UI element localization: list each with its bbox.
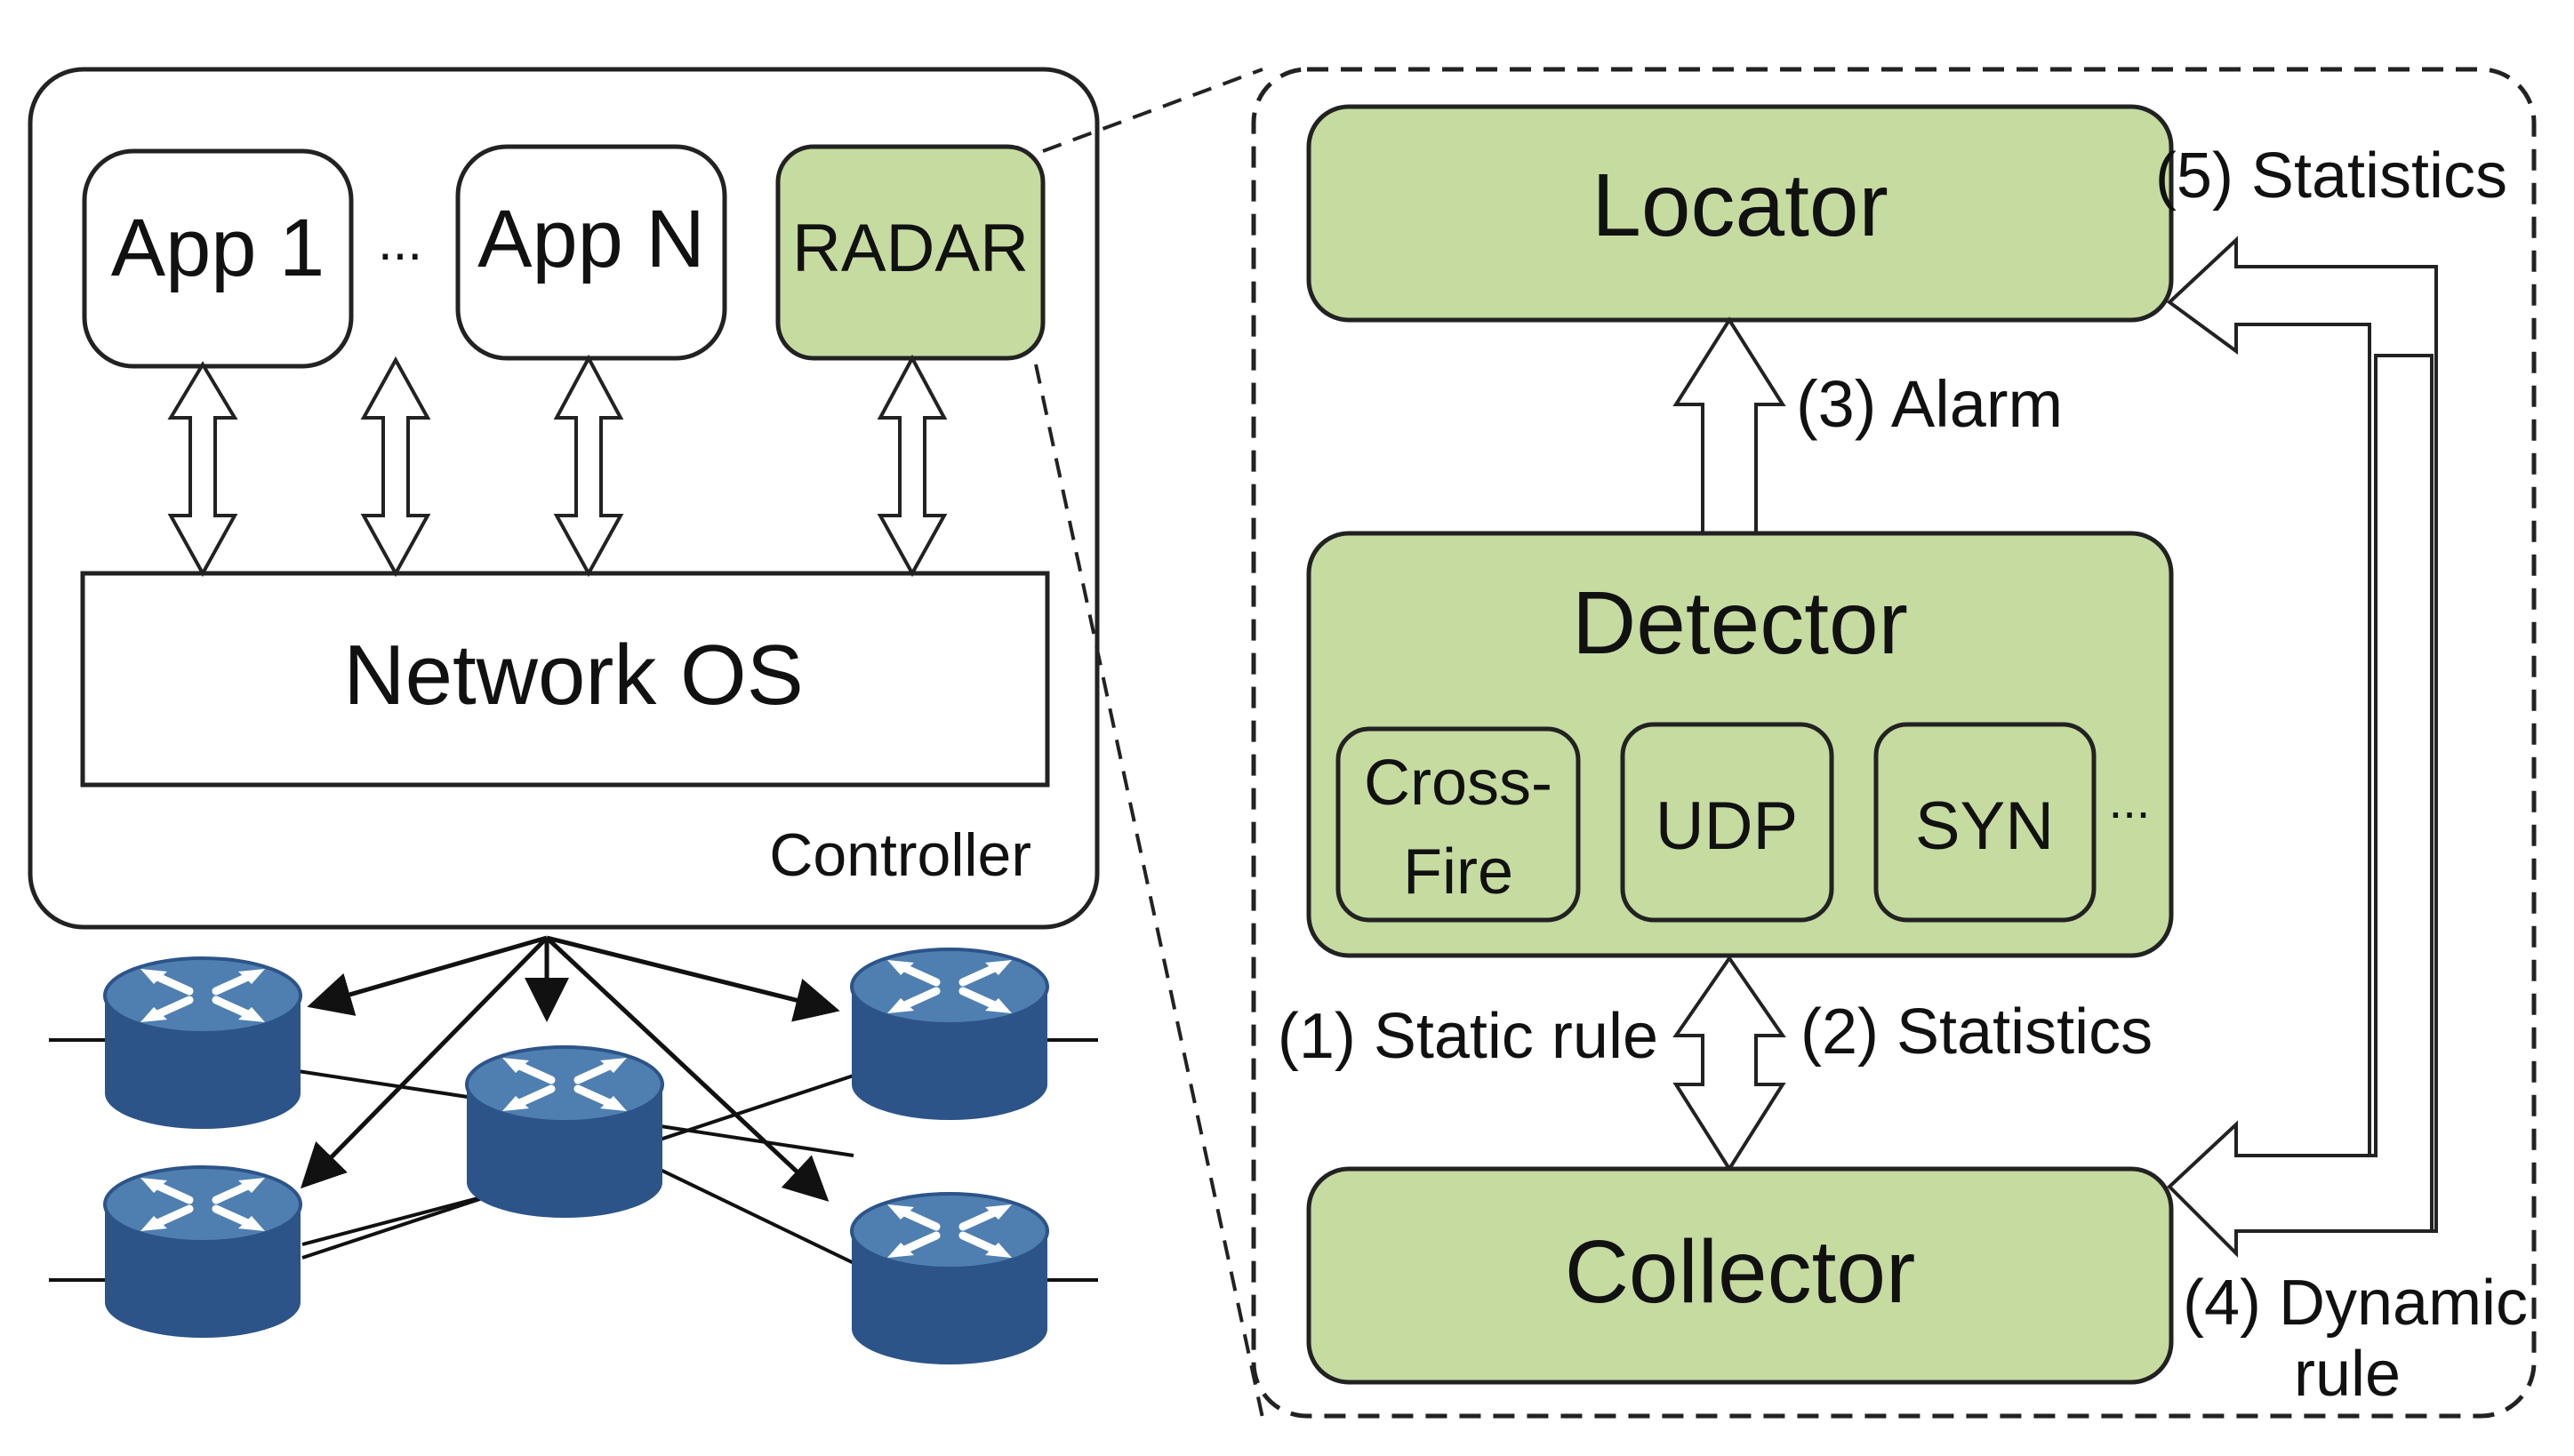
syn-module[interactable] xyxy=(1873,722,2097,923)
crossfire-label-line2: Fire xyxy=(1403,836,1513,908)
dynamic-rule-arrow xyxy=(2167,354,2434,1258)
crossfire-label-line1: Cross- xyxy=(1364,748,1552,819)
detector-collector-arrow xyxy=(1672,955,1786,1172)
zoom-line-bottom xyxy=(1034,364,1264,1419)
router-bottom-right[interactable] xyxy=(852,1194,1047,1364)
router-top-left[interactable] xyxy=(105,958,301,1129)
router-bottom-left[interactable] xyxy=(105,1167,301,1338)
router-top-right[interactable] xyxy=(852,949,1047,1120)
detector-ellipsis: ... xyxy=(2109,772,2151,828)
alarm-arrow xyxy=(1672,316,1786,535)
dynamic-rule-label-line2: rule xyxy=(2294,1339,2401,1410)
collector-box[interactable] xyxy=(1306,1166,2174,1385)
statistics-5-label: (5) Statistics xyxy=(2155,140,2507,212)
appn-os-arrow xyxy=(553,354,624,578)
crossfire-module[interactable] xyxy=(1335,726,1581,923)
radar-os-arrow xyxy=(877,354,948,578)
udp-label: UDP xyxy=(1656,788,1798,864)
apps-ellipsis: ... xyxy=(378,212,422,271)
locator-box[interactable] xyxy=(1306,104,2174,323)
network-os-box[interactable] xyxy=(80,571,1050,788)
static-rule-label: (1) Static rule xyxy=(1278,1001,1658,1072)
ellipsis-os-arrow xyxy=(360,356,431,578)
control-arrows xyxy=(300,935,840,1202)
collector-label: Collector xyxy=(1565,1222,1916,1322)
app1-os-arrow xyxy=(167,361,238,578)
statistics-2-label: (2) Statistics xyxy=(1800,996,2153,1068)
app-1-box[interactable] xyxy=(82,148,354,369)
alarm-label: (3) Alarm xyxy=(1796,367,2063,441)
app-n-box[interactable] xyxy=(455,144,727,361)
app-network-os-arrows xyxy=(167,354,948,578)
udp-module[interactable] xyxy=(1620,722,1834,923)
dynamic-rule-label-line1: (4) Dynamic xyxy=(2183,1268,2528,1339)
zoom-line-top xyxy=(1042,68,1263,153)
detector-label: Detector xyxy=(1572,573,1908,673)
network-os-label: Network OS xyxy=(343,628,803,723)
locator-label: Locator xyxy=(1592,156,1888,255)
router-center[interactable] xyxy=(467,1047,662,1218)
syn-label: SYN xyxy=(1915,788,2054,864)
app-n-label: App N xyxy=(477,194,705,284)
app-1-label: App 1 xyxy=(111,203,325,293)
radar-label: RADAR xyxy=(792,211,1029,286)
controller-label: Controller xyxy=(769,821,1031,889)
radar-detail-frame xyxy=(1251,67,2537,1419)
